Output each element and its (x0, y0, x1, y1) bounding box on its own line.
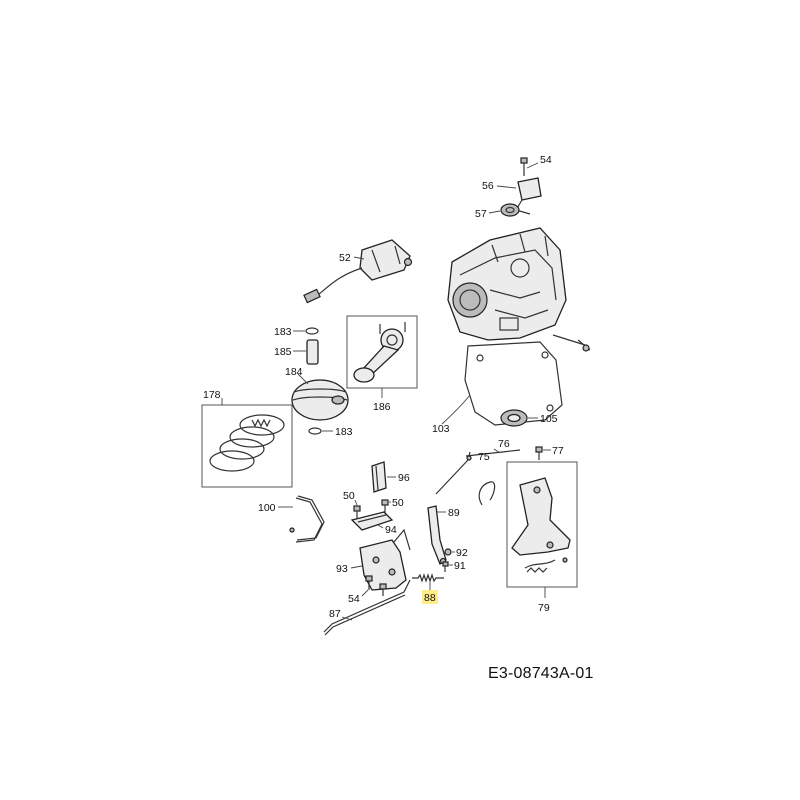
part-57-seal[interactable] (500, 203, 520, 217)
callout-88-highlight (422, 590, 438, 604)
callout-79: 79 (538, 602, 550, 614)
part-56-cover[interactable] (515, 177, 542, 215)
callout-56: 56 (482, 180, 494, 192)
callout-77: 77 (552, 445, 564, 457)
callout-75: 75 (478, 451, 490, 463)
callout-94: 94 (385, 524, 397, 536)
callout-178: 178 (203, 389, 221, 401)
part-184-piston[interactable] (291, 379, 349, 421)
group-box-79 (506, 461, 578, 588)
callout-93: 93 (336, 563, 348, 575)
callout-54-bottom: 54 (348, 593, 360, 605)
callout-52: 52 (339, 252, 351, 264)
callout-185: 185 (274, 346, 292, 358)
callout-50-right: 50 (392, 497, 404, 509)
callout-103: 103 (432, 423, 450, 435)
crankcase-block[interactable] (447, 227, 591, 352)
callout-100: 100 (258, 502, 276, 514)
callout-54-top: 54 (540, 154, 552, 166)
callout-76: 76 (498, 438, 510, 450)
part-89-throttle-lever[interactable] (427, 505, 447, 565)
callout-57: 57 (475, 208, 487, 220)
part-103-gasket[interactable] (464, 341, 563, 426)
callout-91: 91 (454, 560, 466, 572)
callout-186: 186 (373, 401, 391, 413)
part-183-top-clip[interactable] (305, 327, 319, 335)
callout-183-top: 183 (274, 326, 292, 338)
callout-96: 96 (398, 472, 410, 484)
part-178-piston-rings[interactable] (209, 414, 285, 472)
callout-184: 184 (285, 366, 303, 378)
part-92-nut[interactable] (444, 548, 452, 556)
callout-89: 89 (448, 507, 460, 519)
callout-88: 88 (424, 592, 436, 604)
part-185-piston-pin[interactable] (306, 339, 319, 365)
group-box-178 (201, 404, 293, 488)
part-94-bracket[interactable] (350, 511, 394, 531)
part-52-ignition-coil[interactable] (303, 239, 413, 304)
part-96-clip[interactable] (371, 461, 387, 493)
part-186-connecting-rod[interactable] (353, 322, 406, 383)
part-54-top-screw[interactable] (520, 157, 528, 176)
callout-105: 105 (540, 413, 558, 425)
part-105-bearing[interactable] (500, 409, 528, 427)
part-79-control-bracket[interactable] (511, 477, 571, 573)
part-77-screw[interactable] (535, 446, 543, 460)
callout-92: 92 (456, 547, 468, 559)
part-100-bent-rod[interactable] (289, 495, 325, 543)
callout-87: 87 (329, 608, 341, 620)
part-76-governor-spring[interactable] (465, 449, 521, 457)
callout-183-bottom: 183 (335, 426, 353, 438)
part-88-spring[interactable] (412, 573, 444, 583)
part-75-linkage-rod[interactable] (435, 451, 472, 495)
part-87-long-rod[interactable] (323, 579, 411, 636)
part-91-screw[interactable] (442, 561, 449, 572)
wire-hook[interactable] (478, 481, 496, 506)
part-54-bottom-screws[interactable] (365, 575, 387, 596)
diagram-code: E3-08743A-01 (488, 665, 594, 682)
part-183-bottom-clip[interactable] (308, 427, 322, 435)
callout-50-left: 50 (343, 490, 355, 502)
